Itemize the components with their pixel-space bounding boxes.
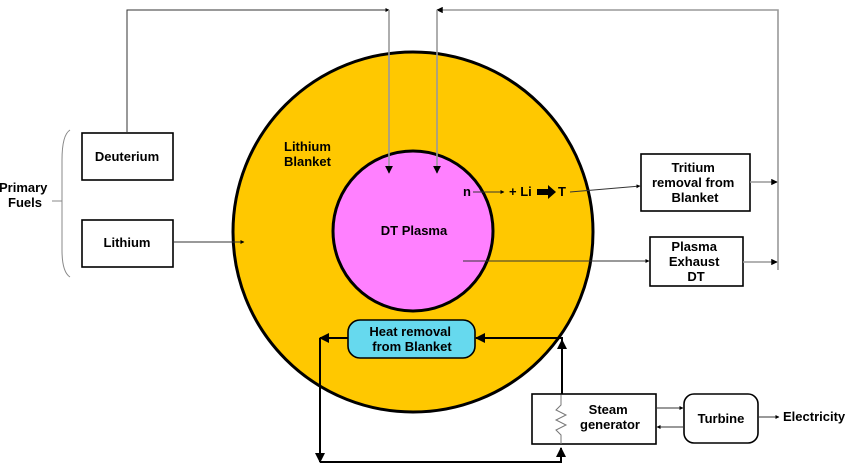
lithium-label: Lithium bbox=[104, 235, 151, 250]
deuterium-label: Deuterium bbox=[95, 149, 159, 164]
turbine-label: Turbine bbox=[698, 411, 745, 426]
tritium-removal-label: Tritium removal from Blanket bbox=[652, 160, 738, 205]
tritium-removal-box bbox=[640, 153, 751, 212]
primary-fuels-brace bbox=[61, 129, 71, 278]
tritium-to-removal-arrow bbox=[569, 184, 641, 193]
lithium-reaction-label: + Li bbox=[509, 184, 532, 199]
heating-coil-icon bbox=[554, 395, 568, 444]
breeding-arrow-icon bbox=[537, 185, 556, 199]
turbine-box bbox=[683, 393, 759, 444]
dt-plasma-label: DT Plasma bbox=[381, 223, 448, 238]
primary-fuels-label: Primary Fuels bbox=[0, 180, 51, 210]
neutron-label: n bbox=[463, 184, 471, 199]
heat-removal-label: Heat removal from Blanket bbox=[369, 324, 454, 354]
recycle-loop-line bbox=[436, 6, 779, 270]
deuterium-feed-line bbox=[126, 8, 390, 133]
dt-plasma bbox=[331, 149, 495, 313]
lithium-box bbox=[81, 219, 174, 268]
deuterium-box bbox=[81, 132, 174, 181]
tritium-product-label: T bbox=[558, 184, 566, 199]
steam-generator-label: Steam generator bbox=[580, 402, 640, 432]
lithium-blanket-label: Lithium Blanket bbox=[284, 139, 335, 169]
electricity-label: Electricity bbox=[783, 409, 846, 424]
plasma-exhaust-label: Plasma Exhaust DT bbox=[669, 239, 723, 284]
coolant-bottom-line bbox=[320, 447, 566, 463]
steam-generator-box bbox=[531, 393, 657, 445]
plasma-exhaust-box bbox=[649, 236, 744, 287]
